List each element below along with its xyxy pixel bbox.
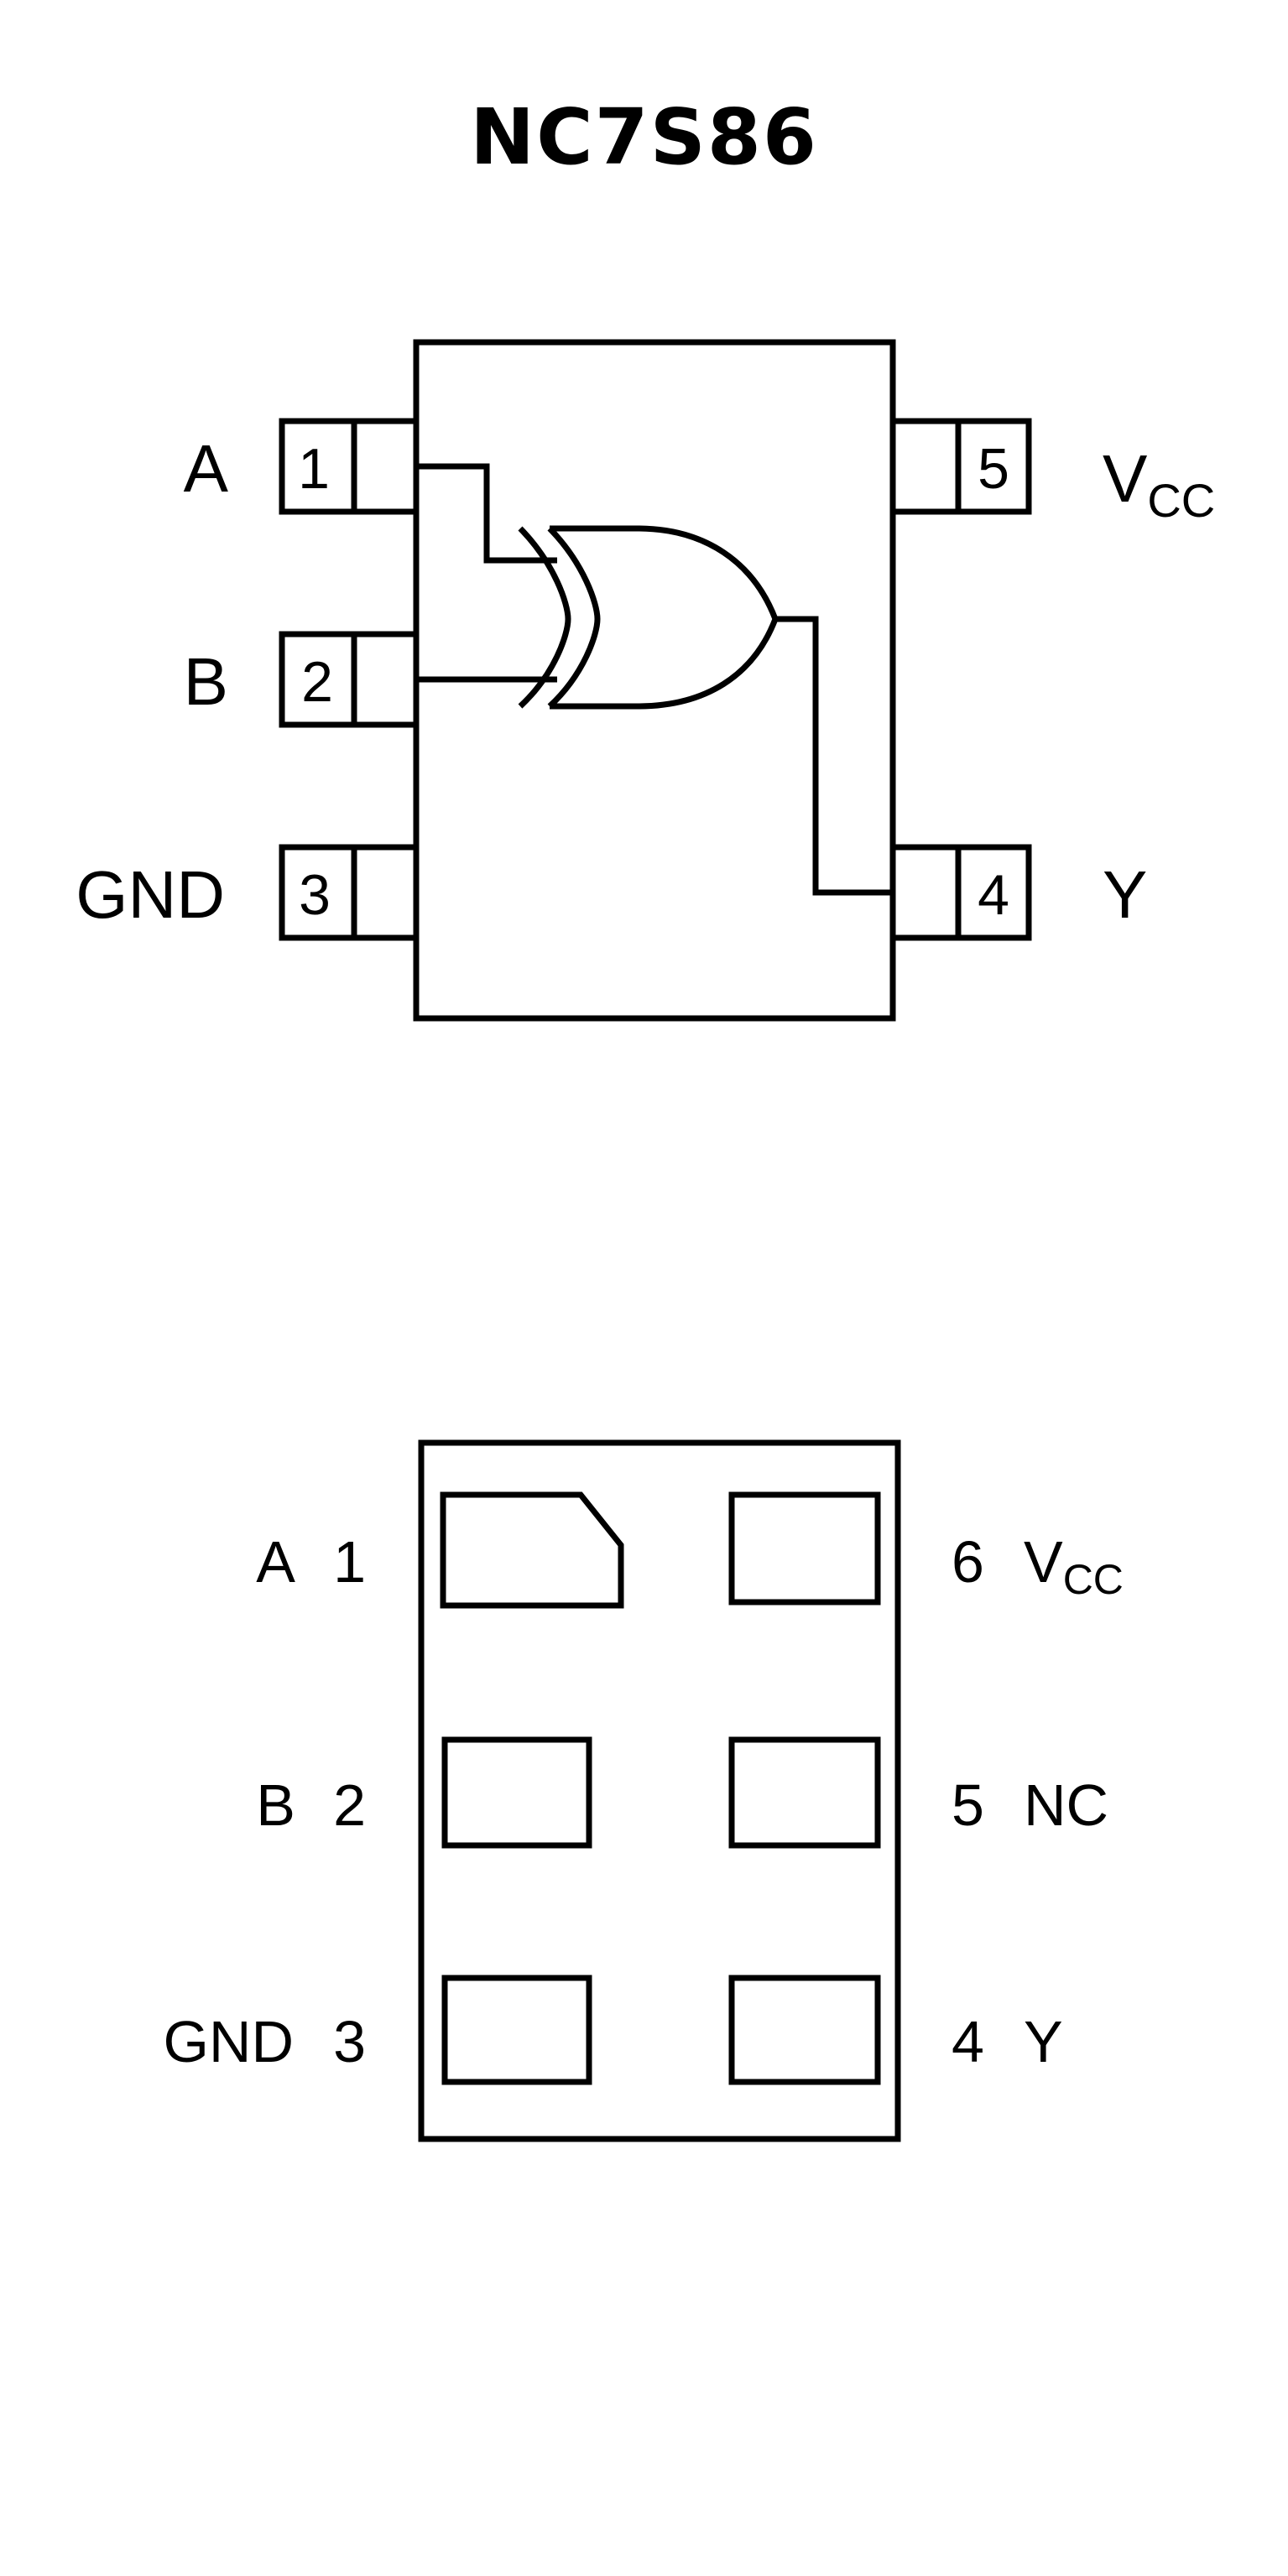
bottom-vcc-main: V (1024, 1529, 1063, 1595)
pin-3-number: 3 (299, 863, 331, 927)
pad-3 (441, 1975, 592, 2085)
wire-output-y (775, 616, 893, 896)
bottom-label-nc: NC (1024, 1772, 1108, 1838)
pin-label-vcc: VCC (1103, 441, 1215, 527)
bottom-number-5: 5 (952, 1772, 984, 1838)
bottom-label-gnd: GND (163, 2009, 294, 2074)
pin-2-number: 2 (301, 650, 333, 714)
vcc-subscript: CC (1147, 474, 1215, 527)
bottom-number-2: 2 (333, 1772, 366, 1838)
bottom-number-3: 3 (333, 2009, 366, 2074)
pad-1 (440, 1491, 624, 1609)
page-title: NC7S86 (470, 92, 818, 182)
pin-label-a: A (184, 431, 229, 506)
bottom-label-a: A (256, 1529, 295, 1595)
pad-4 (728, 1975, 881, 2085)
pin-5-number: 5 (978, 437, 1009, 501)
bottom-number-6: 6 (952, 1529, 984, 1595)
pin-3-pad (279, 844, 420, 941)
pin-label-gnd: GND (76, 857, 225, 932)
bottom-label-vcc: VCC (1024, 1529, 1124, 1603)
bottom-number-1: 1 (333, 1529, 366, 1595)
bottom-label-b: B (256, 1772, 295, 1838)
bottom-label-y: Y (1024, 2009, 1063, 2074)
pin-1-number: 1 (298, 437, 330, 501)
pad-2 (441, 1736, 592, 1849)
xor-gate-symbol (518, 525, 779, 710)
pin-label-b: B (184, 644, 228, 719)
pad-5 (728, 1736, 881, 1849)
bottom-number-4: 4 (952, 2009, 984, 2074)
wire-input-a (416, 463, 557, 564)
pin-5-pad (889, 418, 1032, 515)
package-body-bottom (418, 1439, 901, 2142)
pin-label-y: Y (1103, 857, 1147, 932)
pad-6 (728, 1491, 881, 1605)
pin-4-number: 4 (978, 863, 1009, 927)
vcc-main: V (1103, 441, 1148, 516)
bottom-vcc-subscript: CC (1063, 1556, 1124, 1603)
